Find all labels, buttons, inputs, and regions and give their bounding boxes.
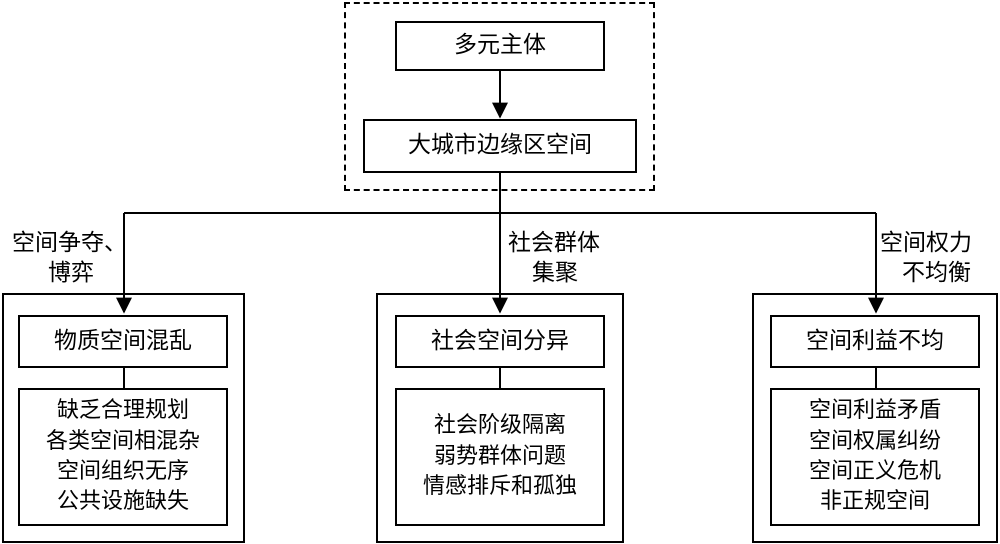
right-group-list-box: 空间利益矛盾 空间权属纠纷 空间正义危机 非正规空间 (770, 388, 980, 526)
list-item: 非正规空间 (819, 489, 930, 515)
list-item: 社会阶级隔离 (433, 413, 566, 439)
left-group-list-box: 缺乏合理规划 各类空间相混杂 空间组织无序 公共设施缺失 (18, 388, 228, 526)
edge-label-middle: 社会群体 集聚 (508, 230, 600, 286)
left-group-frame (2, 293, 245, 543)
actor-box: 多元主体 (395, 21, 605, 71)
list-item: 情感排斥和孤独 (422, 474, 577, 500)
middle-group-list-box: 社会阶级隔离 弱势群体问题 情感排斥和孤独 (395, 388, 605, 526)
list-item: 弱势群体问题 (433, 443, 566, 469)
right-group-title: 空间利益不均 (806, 327, 944, 354)
edge-label-left: 空间争夺、 博弈 (12, 230, 127, 286)
list-item: 空间正义危机 (808, 459, 941, 484)
space-box: 大城市边缘区空间 (363, 119, 637, 173)
middle-group-frame (376, 293, 624, 543)
list-item: 空间权属纠纷 (808, 428, 941, 454)
middle-group-title: 社会空间分异 (431, 327, 569, 354)
edge-label-right: 空间权力 不均衡 (880, 230, 972, 286)
left-group-title: 物质空间混乱 (54, 327, 192, 354)
top-dashed-frame (344, 2, 655, 191)
right-group-title-box: 空间利益不均 (770, 315, 980, 368)
actor-label: 多元主体 (454, 32, 546, 59)
left-group-title-box: 物质空间混乱 (18, 315, 228, 368)
space-label: 大城市边缘区空间 (408, 132, 592, 159)
list-item: 空间利益矛盾 (808, 398, 941, 424)
right-group-frame (752, 293, 998, 543)
list-item: 各类空间相混杂 (45, 428, 200, 454)
middle-group-title-box: 社会空间分异 (395, 315, 605, 368)
list-item: 缺乏合理规划 (56, 398, 189, 424)
list-item: 公共设施缺失 (56, 489, 189, 515)
list-item: 空间组织无序 (56, 459, 189, 484)
